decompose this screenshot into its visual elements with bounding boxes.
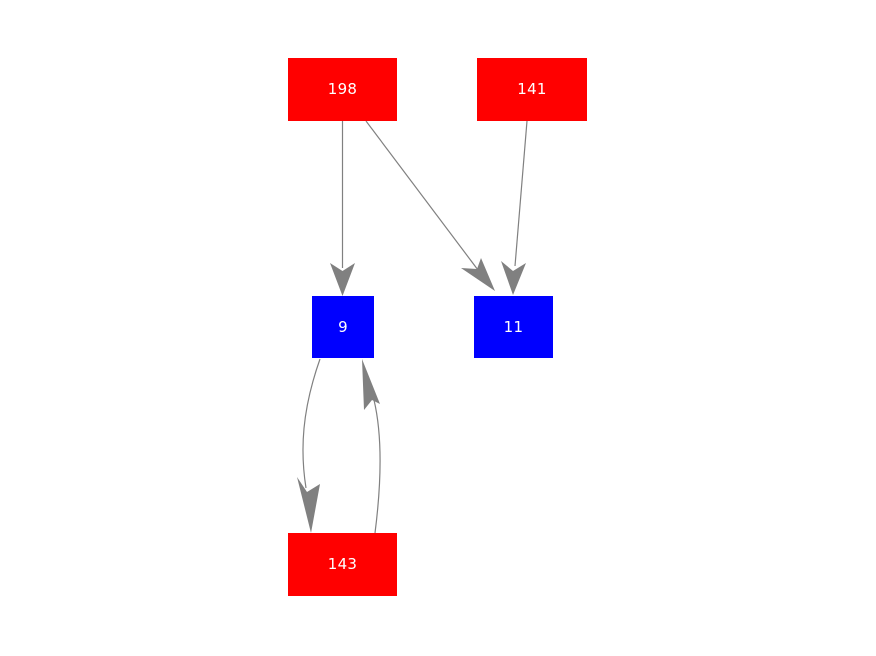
edge-141-to-11 [501, 120, 528, 295]
node-label: 9 [338, 317, 348, 336]
node-label: 11 [503, 317, 524, 336]
arrowhead-icon [362, 359, 380, 410]
edge-198-to-9 [330, 121, 355, 296]
edge-143-to-9 [362, 359, 381, 534]
node-label: 143 [327, 555, 358, 573]
arrowhead-icon [330, 263, 355, 296]
node-label: 141 [517, 80, 547, 98]
node-9[interactable]: 9 [312, 296, 374, 358]
arrowhead-icon [297, 477, 320, 533]
arrowhead-icon [501, 261, 526, 295]
node-143[interactable]: 143 [288, 533, 397, 596]
node-label: 198 [327, 80, 358, 98]
edge-198-to-11 [365, 120, 495, 291]
arrowhead-icon [461, 258, 495, 291]
node-141[interactable]: 141 [477, 58, 587, 121]
node-198[interactable]: 198 [288, 58, 397, 121]
node-11[interactable]: 11 [474, 296, 553, 358]
edge-9-to-143 [297, 358, 321, 533]
